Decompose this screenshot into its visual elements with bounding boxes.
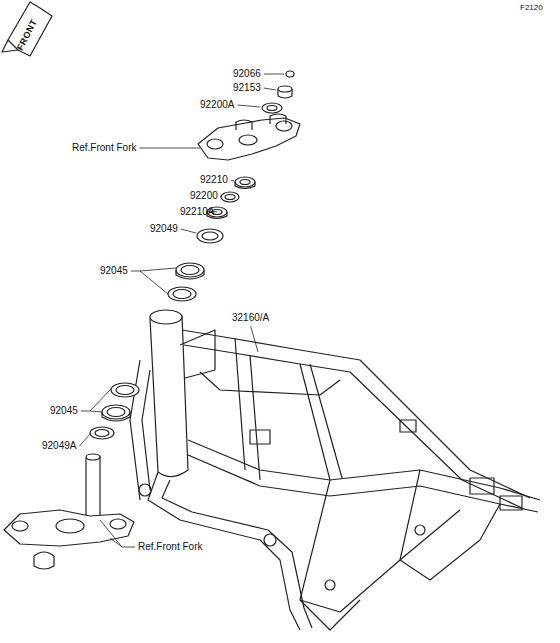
callout-number: 92200 xyxy=(190,190,218,202)
callout-number: 92049A xyxy=(42,440,76,452)
leader-line xyxy=(79,434,90,446)
callout-number: 92210 xyxy=(200,174,228,186)
callout-number: 92200A xyxy=(200,99,234,111)
leader-line xyxy=(90,389,111,411)
callout-number: 92210A xyxy=(180,206,214,218)
leader-line xyxy=(231,180,234,181)
leader-line xyxy=(139,148,200,149)
callout-number: 92049 xyxy=(150,223,178,235)
leader-line xyxy=(251,326,258,352)
callout-number: 92153 xyxy=(233,82,261,94)
callout-number: 92045 xyxy=(50,405,78,417)
leader-line xyxy=(181,229,196,233)
leader-line xyxy=(110,538,122,547)
leader-line xyxy=(264,74,284,75)
figure-number: F2120 xyxy=(520,2,543,14)
leader-line xyxy=(131,271,140,272)
callout-number: 92066 xyxy=(233,68,261,80)
leader-line xyxy=(122,547,135,548)
callout-number: 92045 xyxy=(100,265,128,277)
callout-number: 32160/A xyxy=(232,312,269,324)
leader-line xyxy=(140,271,168,294)
reference-note: Ref.Front Fork xyxy=(72,142,136,154)
leader-line xyxy=(220,196,222,197)
leader-line xyxy=(100,520,122,547)
leader-line xyxy=(90,411,102,412)
leader-line xyxy=(237,105,260,107)
reference-note: Ref.Front Fork xyxy=(138,541,202,553)
leader-line xyxy=(140,268,176,271)
leader-line xyxy=(264,88,276,90)
leader-line xyxy=(81,411,90,412)
